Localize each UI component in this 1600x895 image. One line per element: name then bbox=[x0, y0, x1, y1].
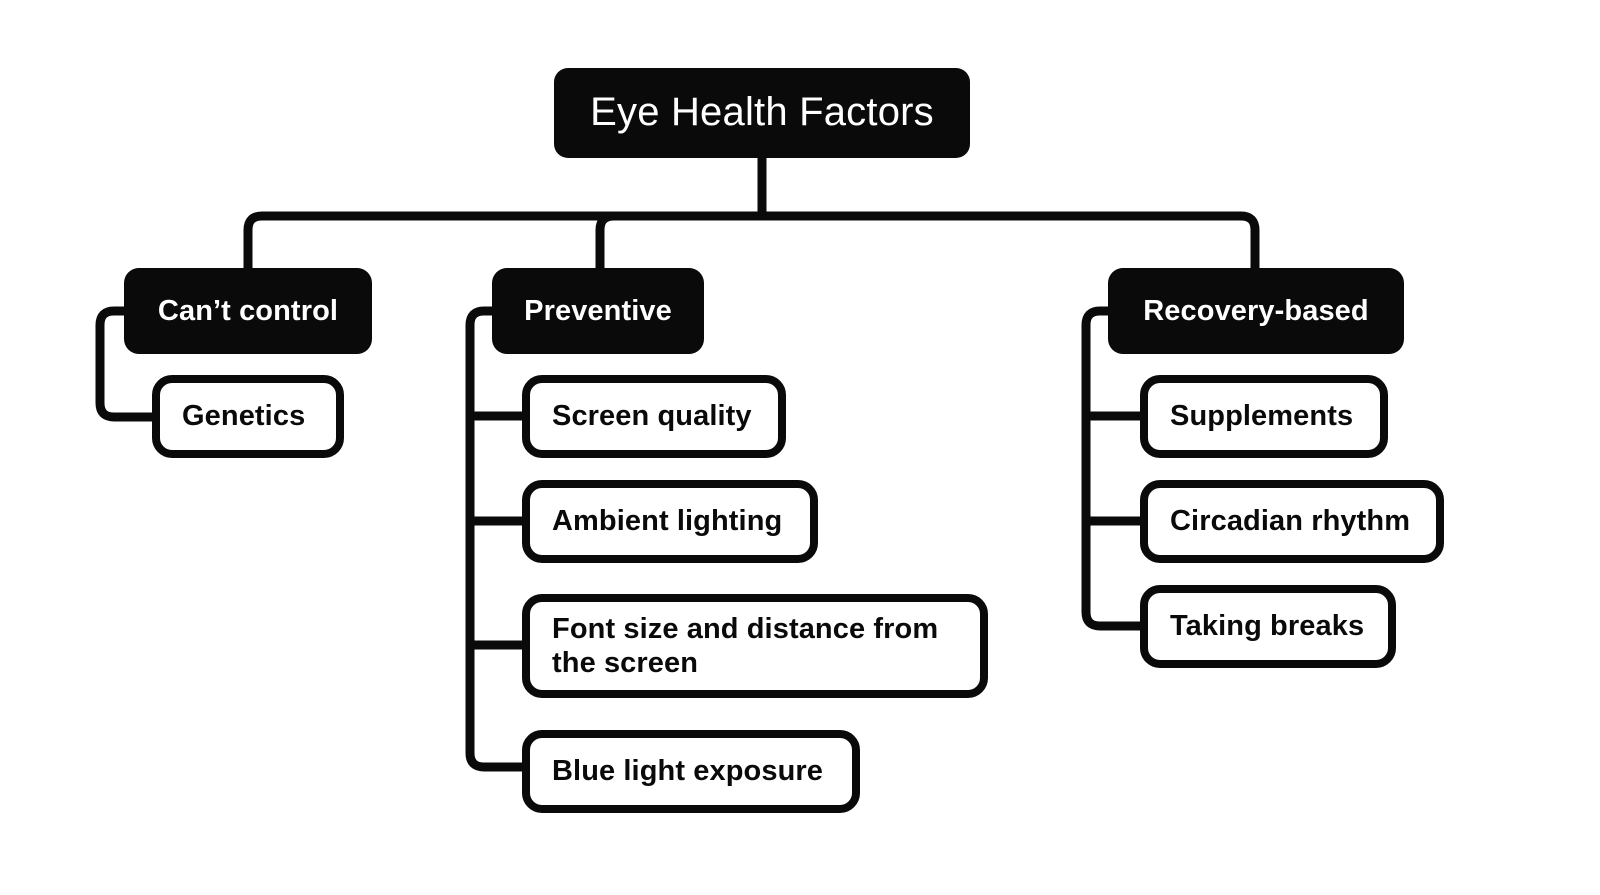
category-label-recovery-based: Recovery-based bbox=[1143, 294, 1369, 327]
category-node-preventive[interactable]: Preventive bbox=[492, 268, 704, 354]
leaf-label-supplements: Supplements bbox=[1170, 400, 1354, 433]
category-node-cant-control[interactable]: Can’t control bbox=[124, 268, 372, 354]
leaf-node-genetics[interactable]: Genetics bbox=[152, 375, 344, 458]
edge-preventive-trunk bbox=[465, 306, 522, 772]
leaf-node-screen-quality[interactable]: Screen quality bbox=[522, 375, 786, 458]
leaf-label-font-size-and-distance: Font size and distance from the screen bbox=[552, 612, 939, 679]
root-node-label: Eye Health Factors bbox=[590, 90, 934, 135]
category-label-preventive: Preventive bbox=[524, 294, 672, 327]
leaf-label-ambient-lighting: Ambient lighting bbox=[552, 505, 783, 538]
leaf-node-font-size-and-distance[interactable]: Font size and distance from the screen bbox=[522, 594, 988, 698]
edge-recovery-based-trunk bbox=[1081, 306, 1140, 631]
leaf-node-blue-light-exposure[interactable]: Blue light exposure bbox=[522, 730, 860, 813]
leaf-node-supplements[interactable]: Supplements bbox=[1140, 375, 1388, 458]
leaf-node-circadian-rhythm[interactable]: Circadian rhythm bbox=[1140, 480, 1444, 563]
leaf-node-ambient-lighting[interactable]: Ambient lighting bbox=[522, 480, 818, 563]
leaf-label-blue-light-exposure: Blue light exposure bbox=[552, 755, 823, 788]
category-label-cant-control: Can’t control bbox=[157, 294, 339, 327]
root-node[interactable]: Eye Health Factors bbox=[554, 68, 970, 158]
edge-root-to-preventive bbox=[595, 211, 762, 268]
leaf-label-circadian-rhythm: Circadian rhythm bbox=[1170, 505, 1411, 538]
leaf-label-taking-breaks: Taking breaks bbox=[1170, 610, 1365, 643]
leaf-label-genetics: Genetics bbox=[182, 400, 306, 433]
leaf-label-screen-quality: Screen quality bbox=[552, 400, 752, 433]
category-node-recovery-based[interactable]: Recovery-based bbox=[1108, 268, 1404, 354]
leaf-node-taking-breaks[interactable]: Taking breaks bbox=[1140, 585, 1396, 668]
edge-root-to-recovery-based bbox=[762, 211, 1260, 268]
edge-root-to-cant-control bbox=[243, 211, 762, 268]
